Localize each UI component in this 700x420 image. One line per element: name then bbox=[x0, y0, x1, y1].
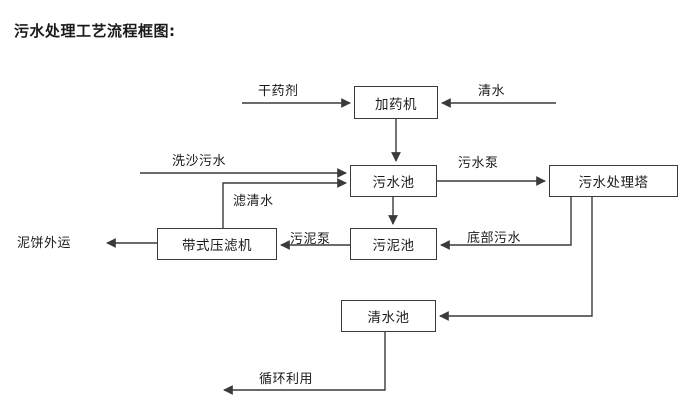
edge-label-recycle-use: 循环利用 bbox=[259, 372, 314, 387]
node-label: 污泥池 bbox=[372, 238, 415, 254]
node-label: 加药机 bbox=[375, 96, 417, 113]
node-label: 污水处理塔 bbox=[578, 175, 649, 191]
page-title: 污水处理工艺流程框图: bbox=[14, 22, 176, 40]
edge-label-dry-agent: 干药剂 bbox=[258, 84, 299, 99]
node-label: 带式压滤机 bbox=[182, 238, 252, 254]
edge-label-filtrate: 滤清水 bbox=[233, 194, 274, 209]
node-belt-press[interactable]: 带式压滤机 bbox=[157, 228, 277, 260]
node-sludge-pool[interactable]: 污泥池 bbox=[350, 228, 437, 260]
edge-label-sand-wash: 洗沙污水 bbox=[172, 154, 227, 169]
edge-label-bottom-sewage: 底部污水 bbox=[467, 231, 522, 246]
node-treatment-tower[interactable]: 污水处理塔 bbox=[549, 165, 678, 197]
edge-label-sewage-pump: 污水泵 bbox=[458, 156, 499, 171]
edge-label-sludge-pump: 污泥泵 bbox=[290, 232, 331, 247]
node-label: 污水池 bbox=[372, 175, 415, 191]
node-label: 清水池 bbox=[367, 310, 410, 326]
terminal-label-mud-cake-out: 泥饼外运 bbox=[17, 236, 72, 251]
node-sewage-pool[interactable]: 污水池 bbox=[350, 165, 437, 197]
edge-filtrate-to-sewage-pool bbox=[222, 178, 347, 228]
edge-tower-to-clean-pool bbox=[439, 197, 593, 321]
node-clean-pool[interactable]: 清水池 bbox=[341, 300, 436, 332]
edge-clean-pool-to-recycle bbox=[223, 332, 386, 395]
edge-label-clean-water-in: 清水 bbox=[478, 84, 506, 99]
node-dosing-machine[interactable]: 加药机 bbox=[354, 86, 438, 119]
edge-tower-to-sludge-pool bbox=[440, 197, 572, 250]
